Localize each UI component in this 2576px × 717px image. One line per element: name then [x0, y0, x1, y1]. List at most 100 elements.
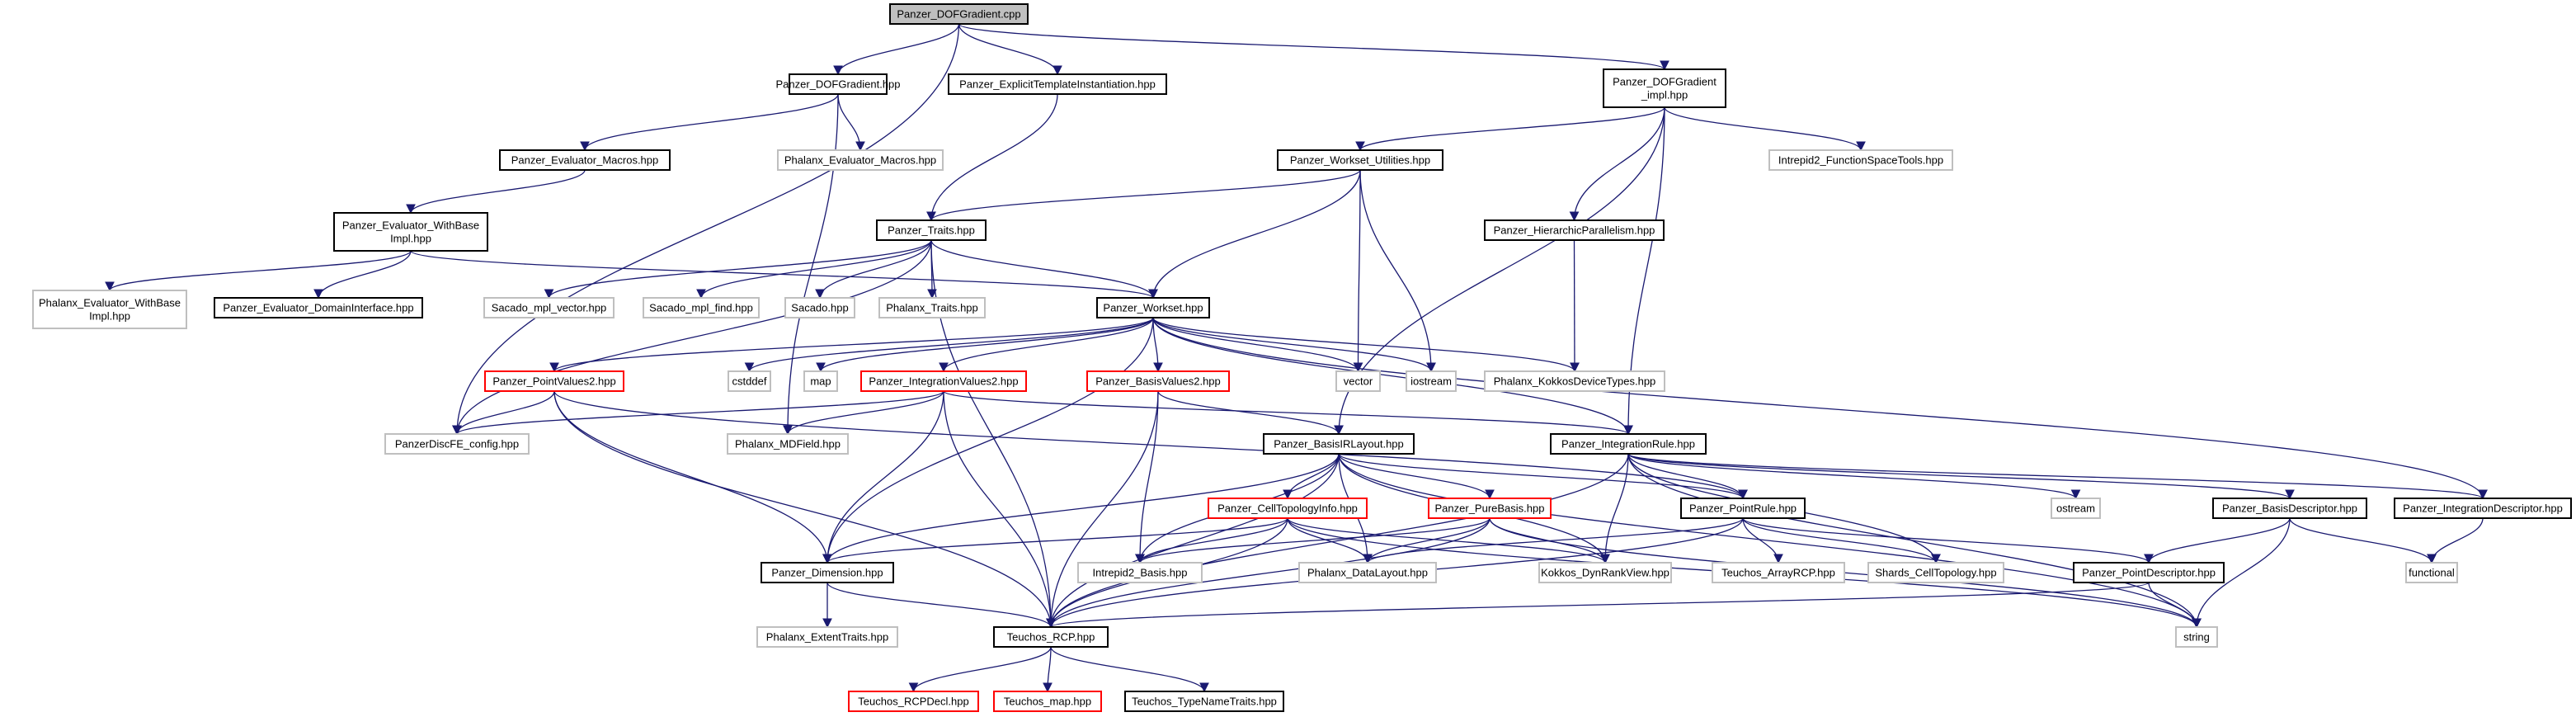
- node-box: [2073, 562, 2225, 583]
- node-dimension[interactable]: Panzer_Dimension.hpp: [761, 562, 894, 583]
- node-pointrule[interactable]: Panzer_PointRule.hpp: [1680, 498, 1806, 519]
- node-box: [2175, 626, 2218, 648]
- node-box: [1550, 433, 1707, 455]
- edge-pointvalues2-to-rcp: [553, 390, 1056, 629]
- node-box: [1086, 370, 1230, 392]
- node-label: Panzer_DOFGradient.hpp: [775, 78, 900, 90]
- node-box: [789, 73, 888, 95]
- edge-eval_withbase-to-eval_domain: [313, 250, 412, 300]
- node-intvalues2[interactable]: Panzer_IntegrationValues2.hpp: [860, 370, 1027, 392]
- edge-intrule-to-ostream: [1627, 453, 2081, 500]
- node-box: [784, 297, 855, 318]
- file-nodes: Panzer_DOFGradient.cppPanzer_DOFGradient…: [32, 3, 2572, 712]
- node-box: [1768, 149, 1953, 171]
- edge-traits-to-discfe: [452, 239, 932, 436]
- node-label: Panzer_PointDescriptor.hpp: [2082, 566, 2216, 578]
- edge-traits-to-workset: [930, 239, 1158, 300]
- edge-basisir-to-string: [1338, 453, 2202, 629]
- node-box: [1428, 498, 1552, 519]
- edge-workset-to-intdesc: [1152, 317, 2488, 500]
- node-basisvalues2[interactable]: Panzer_BasisValues2.hpp: [1086, 370, 1230, 392]
- node-label: Panzer_PointRule.hpp: [1689, 502, 1797, 514]
- node-purebasis[interactable]: Panzer_PureBasis.hpp: [1428, 498, 1552, 519]
- edge-basisir-to-dimension: [822, 453, 1340, 564]
- edge-root-to-discfe: [452, 23, 960, 436]
- node-workset[interactable]: Panzer_Workset.hpp: [1096, 297, 1210, 318]
- node-label: Sacado_mpl_find.hpp: [649, 301, 753, 314]
- node-eval-domain[interactable]: Panzer_Evaluator_DomainInterface.hpp: [214, 297, 423, 318]
- node-root[interactable]: Panzer_DOFGradient.cpp: [889, 3, 1029, 25]
- node-label: Impl.hpp: [89, 309, 130, 322]
- node-label: Panzer_DOFGradient: [1613, 75, 1717, 87]
- node-label: Phalanx_Traits.hpp: [886, 301, 978, 314]
- node-box: [889, 3, 1029, 25]
- node-box: [728, 370, 771, 392]
- node-basisdesc[interactable]: Panzer_BasisDescriptor.hpp: [2212, 498, 2367, 519]
- edge-celltopo-to-dynrank: [1287, 517, 1610, 564]
- node-label: ostream: [2056, 502, 2095, 514]
- node-dofgrad-impl[interactable]: Panzer_DOFGradient_impl.hpp: [1603, 68, 1726, 108]
- node-label: cstddef: [732, 375, 767, 387]
- node-box: [756, 626, 898, 648]
- node-intdesc[interactable]: Panzer_IntegrationDescriptor.hpp: [2394, 498, 2572, 519]
- node-shards: Shards_CellTopology.hpp: [1867, 562, 2004, 583]
- node-label: Teuchos_TypeNameTraits.hpp: [1132, 695, 1277, 707]
- edge-basisvalues2-to-rcp: [1046, 390, 1159, 629]
- node-iostream: iostream: [1406, 370, 1457, 392]
- edge-intvalues2-to-rcp: [943, 390, 1056, 629]
- node-mdfield: Phalanx_MDField.hpp: [727, 433, 849, 455]
- node-rcpdecl[interactable]: Teuchos_RCPDecl.hpp: [848, 691, 979, 712]
- node-hier-par[interactable]: Panzer_HierarchicParallelism.hpp: [1484, 219, 1665, 241]
- edge-workset-to-kokkos_dev: [1152, 317, 1580, 373]
- node-box: [2212, 498, 2367, 519]
- node-box: [1335, 370, 1381, 392]
- node-label: map: [810, 375, 831, 387]
- node-box: [1208, 498, 1368, 519]
- edge-celltopo-to-dimension: [822, 517, 1288, 564]
- node-intrule[interactable]: Panzer_IntegrationRule.hpp: [1550, 433, 1707, 455]
- edge-workset-to-intvalues2: [939, 317, 1154, 373]
- edge-rcp-to-typename: [1050, 646, 1209, 693]
- node-map: map: [803, 370, 838, 392]
- node-box: [1277, 149, 1443, 171]
- edge-explicit-to-traits: [926, 93, 1058, 222]
- node-box: [2051, 498, 2101, 519]
- node-box: [1263, 433, 1415, 455]
- node-label: Panzer_Traits.hpp: [888, 224, 975, 236]
- node-basisir[interactable]: Panzer_BasisIRLayout.hpp: [1263, 433, 1415, 455]
- node-label: Panzer_Dimension.hpp: [771, 566, 883, 578]
- node-traits[interactable]: Panzer_Traits.hpp: [876, 219, 987, 241]
- node-label: Phalanx_KokkosDeviceTypes.hpp: [1494, 375, 1656, 387]
- node-label: Intrepid2_FunctionSpaceTools.hpp: [1778, 153, 1943, 166]
- edge-workset_utils-to-vector: [1353, 169, 1363, 373]
- node-explicit[interactable]: Panzer_ExplicitTemplateInstantiation.hpp: [948, 73, 1167, 95]
- node-celltopo[interactable]: Panzer_CellTopologyInfo.hpp: [1208, 498, 1368, 519]
- node-workset-utils[interactable]: Panzer_Workset_Utilities.hpp: [1277, 149, 1443, 171]
- edge-intvalues2-to-dimension: [822, 390, 944, 564]
- node-label: Panzer_Workset_Utilities.hpp: [1290, 153, 1430, 166]
- node-discfe: PanzerDiscFE_config.hpp: [384, 433, 530, 455]
- node-typename[interactable]: Teuchos_TypeNameTraits.hpp: [1124, 691, 1284, 712]
- node-intrepid2-fst: Intrepid2_FunctionSpaceTools.hpp: [1768, 149, 1953, 171]
- edge-pointrule-to-pointdesc: [1742, 517, 2154, 564]
- node-pointdesc[interactable]: Panzer_PointDescriptor.hpp: [2073, 562, 2225, 583]
- node-tmap[interactable]: Teuchos_map.hpp: [993, 691, 1102, 712]
- node-rcp[interactable]: Teuchos_RCP.hpp: [993, 626, 1109, 648]
- node-label: vector: [1344, 375, 1373, 387]
- edge-workset-to-dimension: [822, 317, 1154, 564]
- node-label: iostream: [1410, 375, 1452, 387]
- node-dofgrad-hpp[interactable]: Panzer_DOFGradient.hpp: [775, 73, 901, 95]
- node-box: [1603, 68, 1726, 108]
- node-label: Teuchos_ArrayRCP.hpp: [1721, 566, 1835, 578]
- node-eval-macros[interactable]: Panzer_Evaluator_Macros.hpp: [499, 149, 671, 171]
- edge-eval_macros-to-eval_withbase: [406, 169, 586, 215]
- edge-eval_withbase-to-phalanx_eval_withbase: [105, 250, 412, 292]
- edge-traits-to-sacado_vector: [544, 239, 932, 300]
- node-datalayout: Phalanx_DataLayout.hpp: [1298, 562, 1437, 583]
- node-box: [876, 219, 987, 241]
- dependency-edges: [105, 23, 2488, 693]
- edge-basisdesc-to-string: [2192, 517, 2291, 629]
- node-box: [1484, 370, 1665, 392]
- node-pointvalues2[interactable]: Panzer_PointValues2.hpp: [484, 370, 624, 392]
